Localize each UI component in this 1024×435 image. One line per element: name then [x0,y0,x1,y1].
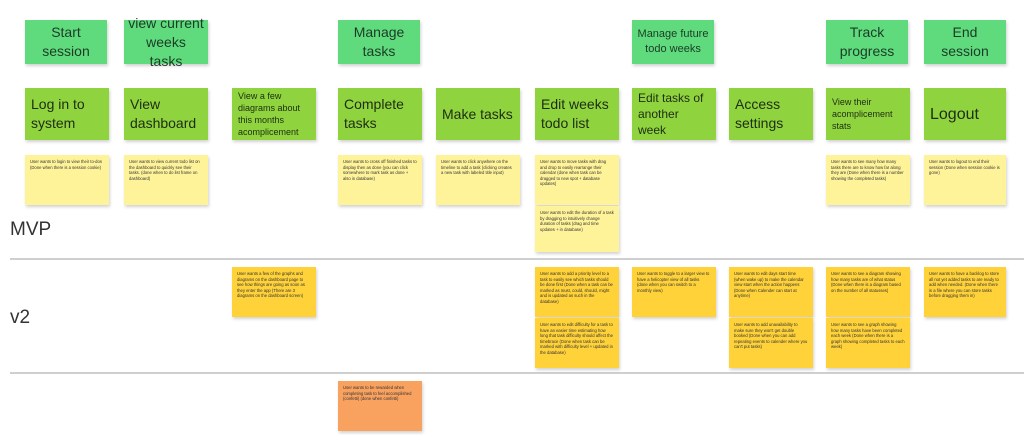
story-v2-toggle[interactable]: User wants to toggle to a larger view to… [632,267,716,317]
story-mvp-dashboard[interactable]: User wants to view current todo list on … [124,155,208,205]
story-later-reward[interactable]: User wants to be rewarded when completin… [338,381,422,431]
story-mvp-complete[interactable]: User wants to cross off finished tasks t… [338,155,422,205]
story-v2-graphs[interactable]: User wants a few of the graphs and diagr… [232,267,316,317]
story-mvp-make[interactable]: User wants to click anywhere on the time… [436,155,520,205]
task-make-tasks[interactable]: Make tasks [436,88,520,140]
story-v2-backlog[interactable]: User wants to have a backlog to store al… [924,267,1006,317]
task-access-settings[interactable]: Access settings [729,88,813,140]
activity-start-session[interactable]: Start session [25,20,107,64]
story-mvp-track[interactable]: User wants to see many how many tasks th… [826,155,910,205]
task-edit-tasks-another-week[interactable]: Edit tasks of another week [632,88,716,140]
release-label-mvp: MVP [10,219,52,240]
activity-manage-tasks[interactable]: Manage tasks [338,20,420,64]
activity-end-session[interactable]: End session [924,20,1006,64]
story-v2-diagram[interactable]: User wants to see a diagram showing how … [826,267,910,317]
activity-manage-future-todo-weeks[interactable]: Manage future todo weeks [632,20,714,64]
release-divider-mvp [10,258,1024,260]
task-view-acomplicement-stats[interactable]: View their acomplicement stats [826,88,910,140]
task-view-dashboard[interactable]: View dashboard [124,88,208,140]
story-v2-priority[interactable]: User wants to add a priority level to a … [535,267,619,317]
release-divider-v2 [10,372,1024,374]
story-mvp-logout[interactable]: User wants to logout to end their sessio… [924,155,1006,205]
release-label-v2: v2 [10,307,31,328]
activity-view-current-weeks-tasks[interactable]: view current weeks tasks [124,15,208,69]
story-v2-unavailability[interactable]: User wants to add unavailability to make… [729,318,813,368]
task-log-in[interactable]: Log in to system [25,88,109,140]
task-edit-weeks-todo-list[interactable]: Edit weeks todo list [535,88,619,140]
story-mvp-edit-week[interactable]: User wants to move tasks with drag and d… [535,155,619,205]
story-v2-difficulty[interactable]: User wants to edit difficulty for a task… [535,318,619,368]
task-view-diagrams[interactable]: View a few diagrams about this months ac… [232,88,316,140]
story-mvp-login[interactable]: User wants to login to view their to-dos… [25,155,109,205]
story-v2-start-time[interactable]: User wants to edit days start time (when… [729,267,813,317]
story-mvp-edit-duration[interactable]: User wants to edit the duration of a tas… [535,206,619,252]
story-v2-graph[interactable]: User wants to see a graph showing how ma… [826,318,910,368]
activity-track-progress[interactable]: Track progress [826,20,908,64]
task-logout[interactable]: Logout [924,88,1006,140]
task-complete-tasks[interactable]: Complete tasks [338,88,422,140]
